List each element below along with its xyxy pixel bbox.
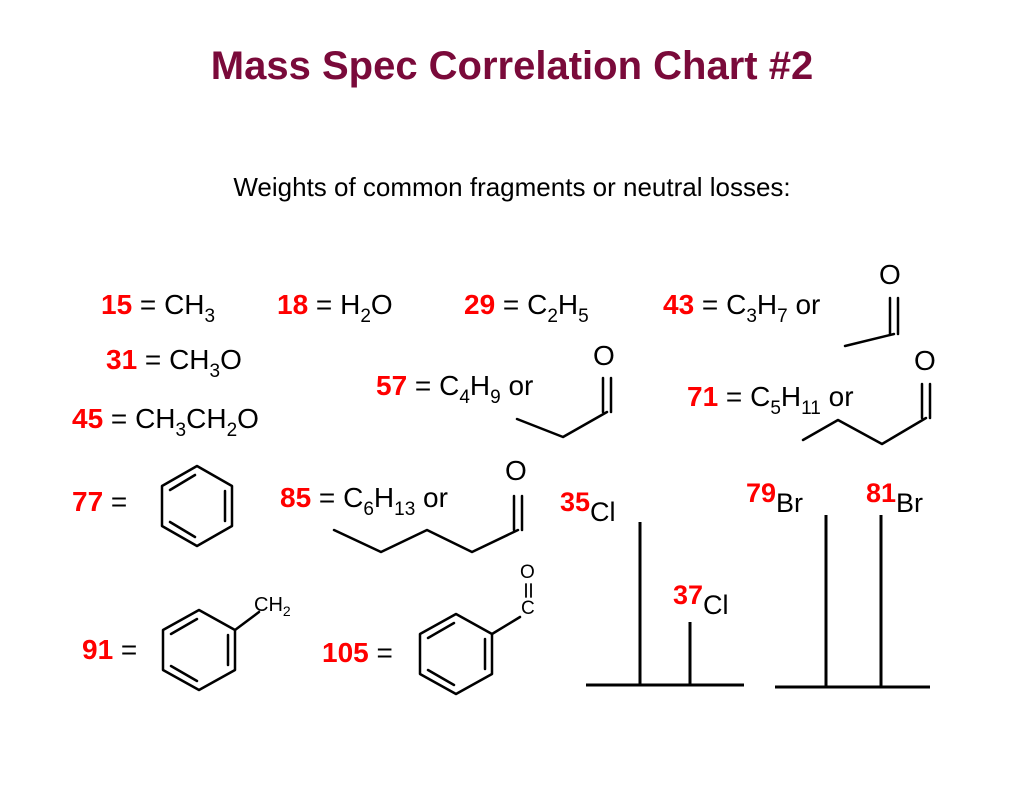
mass-number: 85 [280,482,312,513]
acetyl-structure [843,296,900,348]
carbonyl-oxygen: O [879,259,901,290]
fragment-71: 71 = C5H11 or [687,381,862,419]
carbonyl-oxygen: O [593,340,615,371]
fragment-91: 91 = [82,634,146,665]
benzyl-structure [161,608,261,692]
carbonyl-oxygen: O [505,455,527,486]
benzoyl-o-label: O [520,562,535,583]
carbonyl-oxygen: O [914,345,936,376]
fragment-105: 105 = [322,637,401,668]
mass-number: 105 [322,637,369,668]
cl35-label: 35Cl [560,487,616,527]
mass-number: 18 [277,289,309,320]
mass-number: 91 [82,634,114,665]
fragment-15: 15 = CH3 [101,289,216,327]
mass-number: 71 [687,381,719,412]
benzoyl-structure [418,583,532,696]
fragment-85: 85 = C6H13 or [280,482,456,520]
mass-number: 15 [101,289,133,320]
mass-number: 77 [72,486,104,517]
fragment-57: 57 = C4H9 or [376,370,542,408]
mass-number: 43 [663,289,695,320]
phenyl-ring [160,464,234,548]
fragment-29: 29 = C2H5 [464,289,589,327]
cl37-label: 37Cl [673,580,729,620]
subtitle: Weights of common fragments or neutral l… [233,172,791,202]
fragment-18: 18 = H2O [277,289,393,327]
mass-number: 29 [464,289,496,320]
mass-number: 31 [106,344,138,375]
benzoyl-c-label: C [521,598,535,619]
fragment-43: 43 = C3H7 or [663,289,829,327]
page-title: Mass Spec Correlation Chart #2 [210,44,814,88]
fragment-45: 45 = CH3CH2O [72,403,259,441]
benzyl-ch2-label: CH2 [254,594,291,619]
mass-number: 57 [376,370,408,401]
bromine-isotope-spectrum [775,515,930,689]
fragment-77: 77 = [72,486,136,517]
br81-label: 81Br [866,478,924,518]
fragment-31: 31 = CH3O [106,344,242,382]
mass-number: 45 [72,403,104,434]
br79-label: 79Br [746,478,804,518]
